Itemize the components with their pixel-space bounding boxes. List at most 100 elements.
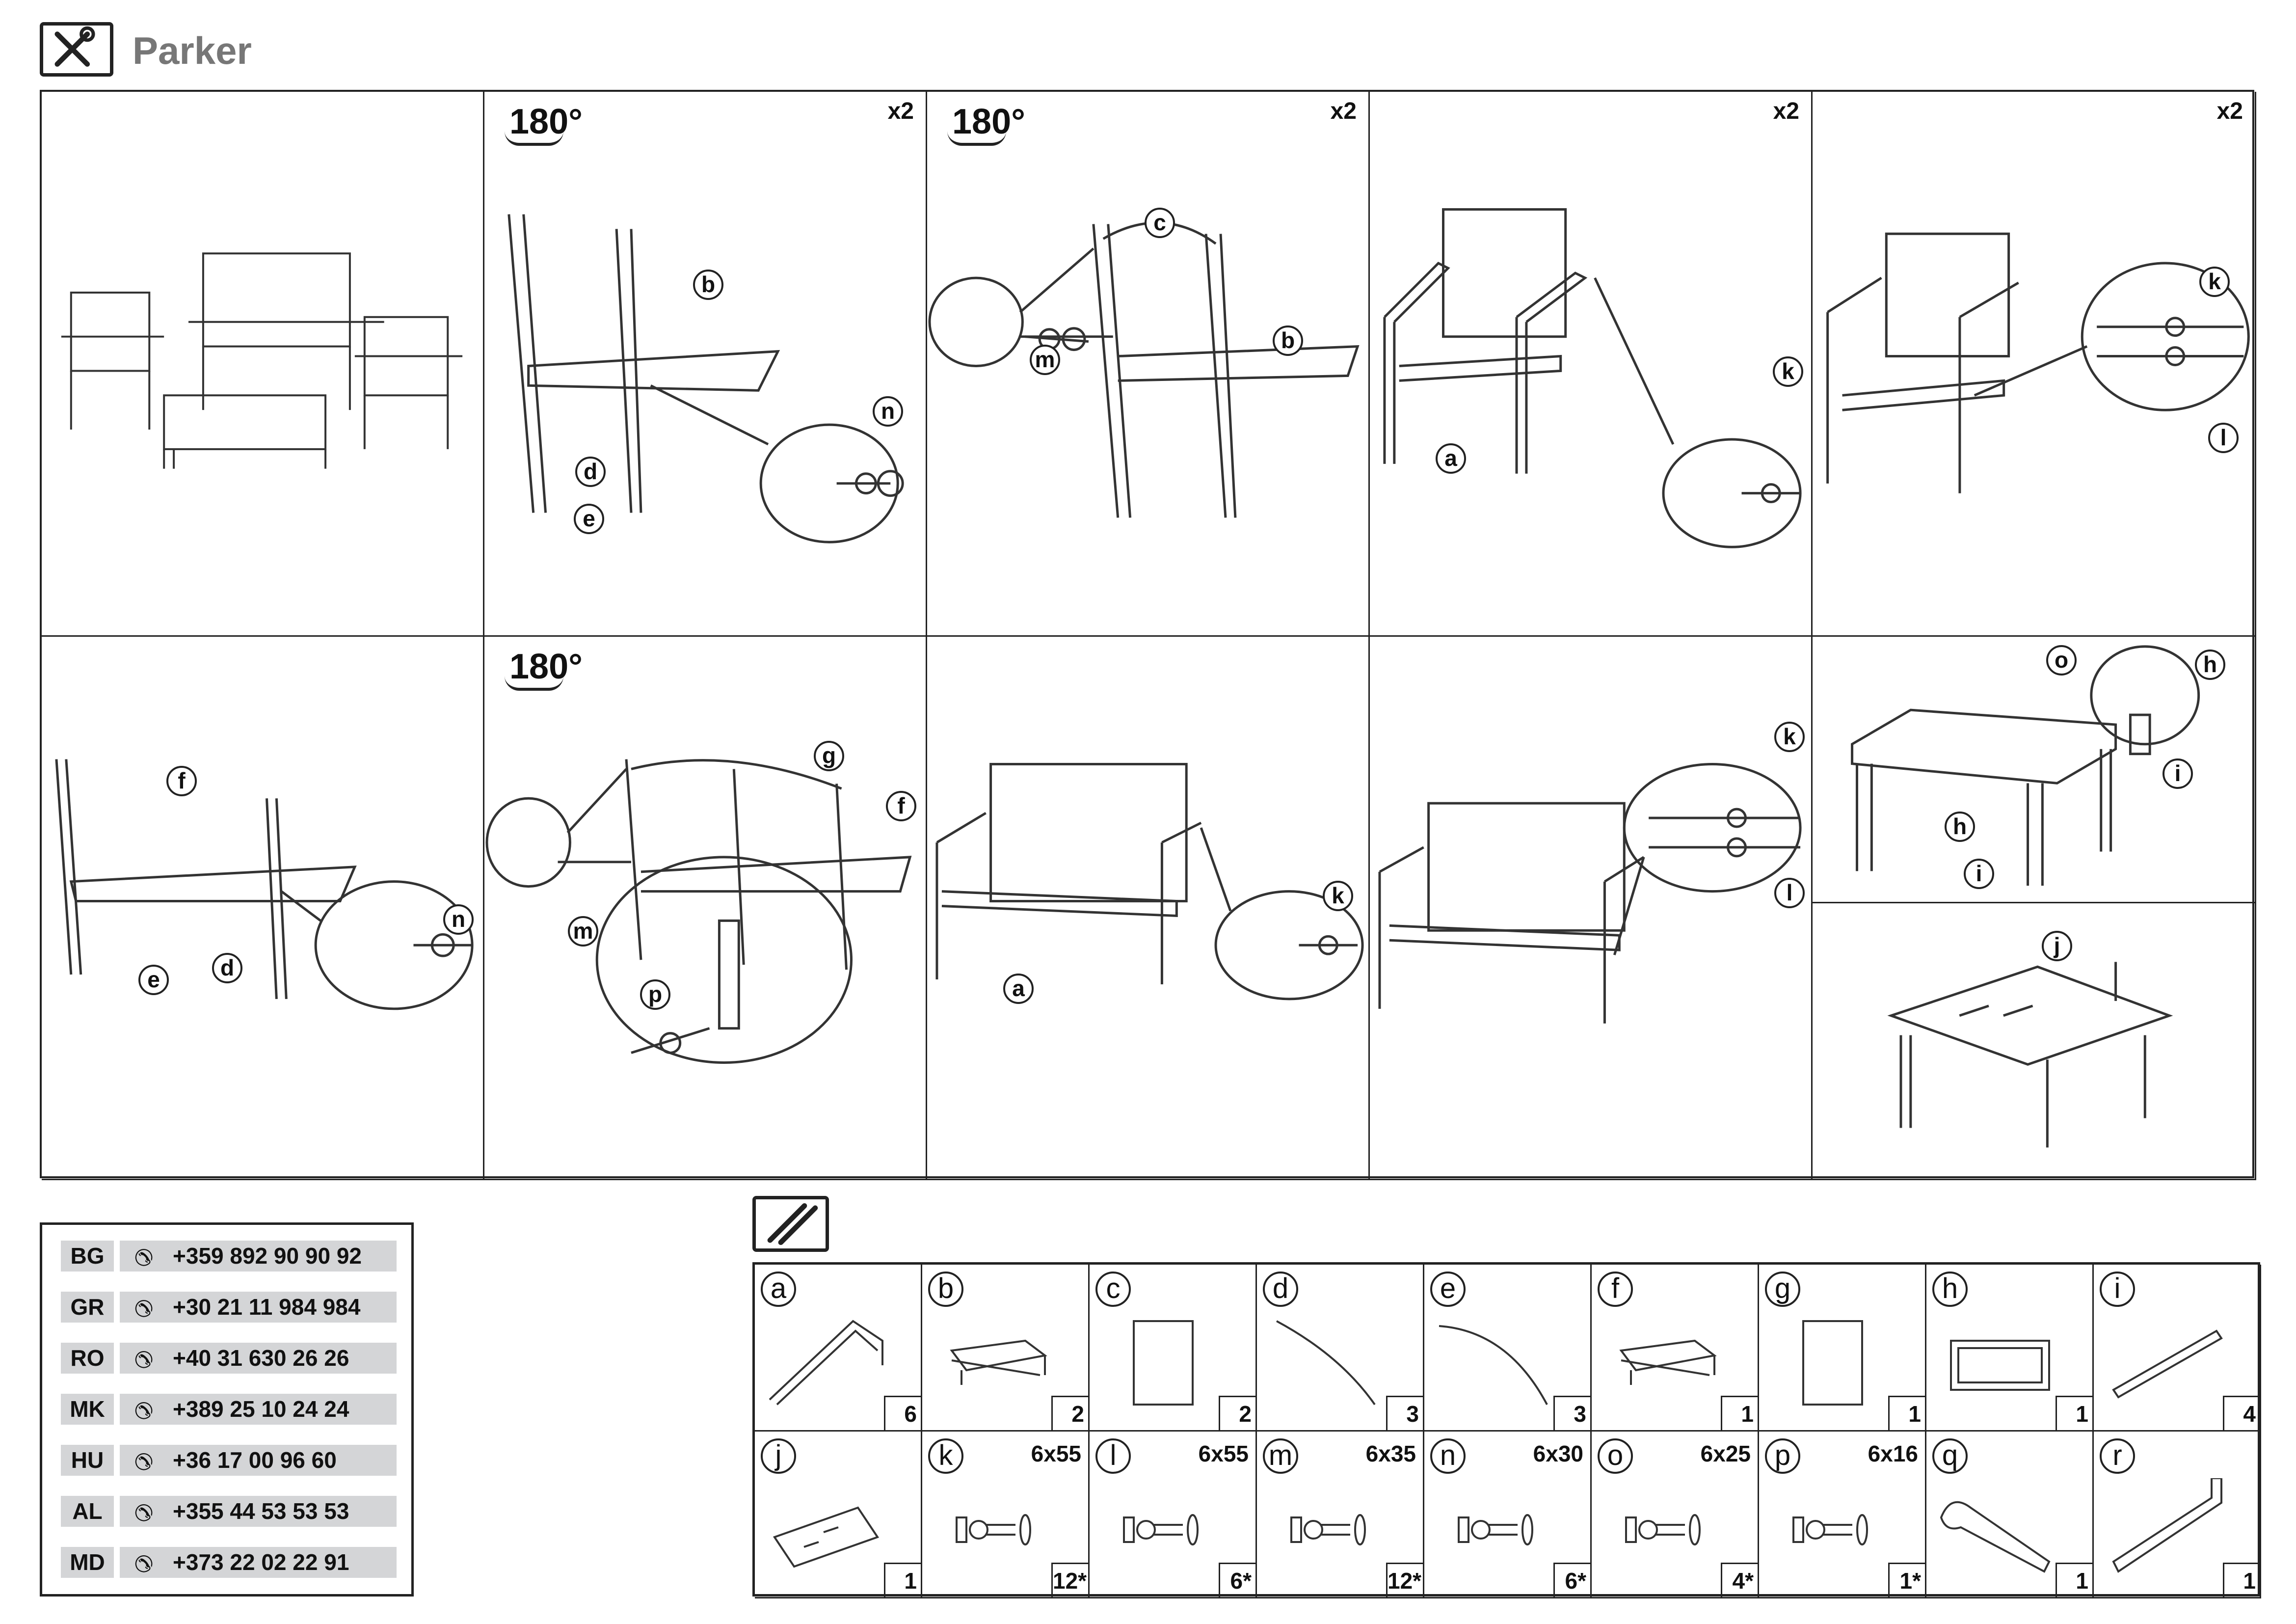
phone-number[interactable]: +389 25 10 24 24 xyxy=(120,1394,397,1425)
callout: k xyxy=(1774,722,1805,752)
country-code: MD xyxy=(61,1547,114,1578)
part-letter: o xyxy=(1598,1438,1633,1474)
part-quantity: 1 xyxy=(2223,1563,2260,1597)
part-size: 6x30 xyxy=(1533,1441,1583,1466)
part-letter: r xyxy=(2100,1438,2135,1474)
part-armrest-illustration xyxy=(769,1320,883,1406)
callout: g xyxy=(814,741,844,771)
part-letter: m xyxy=(1263,1438,1298,1474)
part-letter: q xyxy=(1932,1438,1968,1474)
step-1: 180° x2 b d e n xyxy=(484,92,927,637)
phone-number[interactable]: +355 44 53 53 53 xyxy=(120,1496,397,1527)
part-size: 6x16 xyxy=(1868,1441,1918,1466)
callout: d xyxy=(575,457,606,487)
sofa-bolts-illustration xyxy=(1378,762,1802,1024)
part-letter: a xyxy=(761,1272,796,1307)
callout: f xyxy=(886,791,916,821)
part-sling-illustration xyxy=(1802,1320,1863,1406)
part-letter: p xyxy=(1765,1438,1800,1474)
callout: a xyxy=(1436,443,1466,474)
step-4: x2 k l xyxy=(1813,92,2256,637)
rotate-arrow-icon xyxy=(505,676,563,691)
callout: e xyxy=(574,504,604,534)
callout: n xyxy=(873,396,903,427)
rotate-180-label: 180° xyxy=(505,647,583,691)
phone-number[interactable]: +36 17 00 96 60 xyxy=(120,1445,397,1476)
part-quantity: 1 xyxy=(1888,1396,1925,1430)
part-bolt-illustration xyxy=(1290,1514,1366,1545)
callout: k xyxy=(1773,356,1803,387)
phone-row-al: AL+355 44 53 53 53✆ xyxy=(61,1496,397,1528)
screws-icon xyxy=(752,1196,829,1252)
callout: i xyxy=(2163,758,2193,789)
callout: h xyxy=(1945,812,1975,842)
step-6: 180° g f m p xyxy=(484,637,927,1180)
callout: m xyxy=(1030,345,1060,375)
phone-row-mk: MK+389 25 10 24 24✆ xyxy=(61,1394,397,1426)
part-seat-illustration xyxy=(950,1339,1047,1385)
chair-back-illustration xyxy=(928,221,1360,518)
callout: p xyxy=(640,979,670,1010)
repeat-count: x2 xyxy=(887,98,914,124)
part-quantity: 3 xyxy=(1386,1396,1423,1430)
phone-number[interactable]: +40 31 630 26 26 xyxy=(120,1343,397,1374)
phone-number[interactable]: +373 22 02 22 91 xyxy=(120,1547,397,1578)
rotate-arrow-icon xyxy=(947,131,1006,146)
callout: b xyxy=(1273,325,1303,356)
repeat-count: x2 xyxy=(2216,98,2243,124)
service-phone-list: BG+359 892 90 90 92✆GR+30 21 11 984 984✆… xyxy=(40,1222,414,1597)
step-9: o h i h i xyxy=(1813,637,2256,903)
step-2: 180° x2 c m b xyxy=(927,92,1370,637)
part-quantity: 2 xyxy=(1219,1396,1255,1430)
step-7: a k xyxy=(927,637,1370,1180)
callout: c xyxy=(1145,208,1175,238)
part-wrench-illustration xyxy=(1940,1501,2051,1573)
callout: b xyxy=(693,270,723,300)
part-letter: j xyxy=(761,1438,796,1474)
part-letter: g xyxy=(1765,1272,1800,1307)
part-leg-illustration xyxy=(2112,1329,2223,1399)
phone-number[interactable]: +359 892 90 90 92 xyxy=(120,1241,397,1272)
country-code: AL xyxy=(61,1496,114,1527)
country-code: MK xyxy=(61,1394,114,1425)
part-quantity: 12* xyxy=(1386,1563,1423,1597)
phone-number[interactable]: +30 21 11 984 984 xyxy=(120,1292,397,1323)
part-bolt-illustration xyxy=(1792,1514,1868,1545)
part-quantity: 3 xyxy=(1553,1396,1590,1430)
sofa-frame-illustration xyxy=(55,759,474,1010)
country-code: GR xyxy=(61,1292,114,1323)
callout: e xyxy=(138,965,169,995)
part-letter: n xyxy=(1430,1438,1466,1474)
part-quantity: 6* xyxy=(1219,1563,1255,1597)
part-glass-illustration xyxy=(773,1506,880,1568)
part-frame-illustration xyxy=(1950,1340,2050,1391)
phone-row-ro: RO+40 31 630 26 26✆ xyxy=(61,1343,397,1375)
callout: m xyxy=(568,916,598,947)
chair-armrest-illustration xyxy=(1383,208,1802,548)
part-quantity: 1 xyxy=(1721,1396,1758,1430)
part-size: 6x55 xyxy=(1198,1441,1249,1466)
step-overview xyxy=(42,92,484,637)
callout: d xyxy=(212,953,242,983)
part-letter: d xyxy=(1263,1272,1298,1307)
country-code: HU xyxy=(61,1445,114,1476)
step-8: k l xyxy=(1370,637,1813,1180)
country-code: BG xyxy=(61,1241,114,1272)
part-quantity: 1 xyxy=(2056,1396,2092,1430)
callout: i xyxy=(1964,859,1994,889)
callout: n xyxy=(443,904,474,935)
part-hexkey-illustration xyxy=(2112,1478,2222,1573)
part-curve-illustration xyxy=(1276,1320,1376,1406)
callout: k xyxy=(1323,881,1353,911)
furniture-set-illustration xyxy=(61,252,463,469)
part-quantity: 1 xyxy=(884,1563,921,1597)
part-letter: c xyxy=(1095,1272,1131,1307)
